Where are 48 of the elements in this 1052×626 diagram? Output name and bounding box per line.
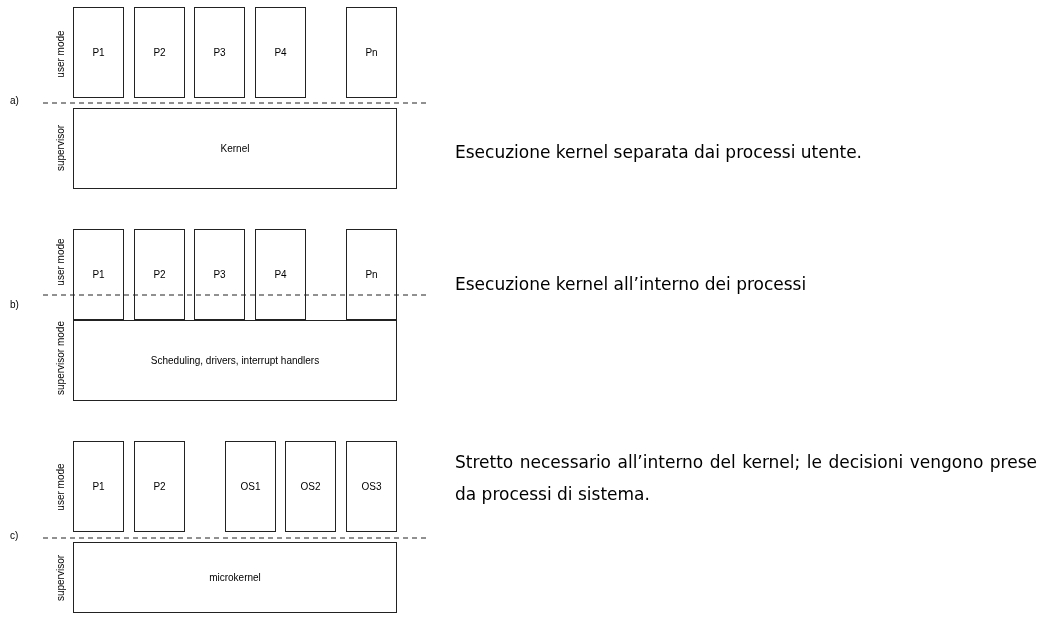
process-box bbox=[346, 7, 397, 98]
kernel-box bbox=[73, 542, 397, 613]
process-box bbox=[194, 7, 245, 98]
mode-label: user mode bbox=[56, 462, 66, 513]
process-box bbox=[285, 441, 336, 532]
panel-tag: c) bbox=[10, 531, 19, 541]
description-text: Esecuzione kernel all’interno dei processi bbox=[455, 273, 808, 296]
box-label: P2 bbox=[153, 47, 166, 58]
mode-label: supervisor bbox=[56, 553, 66, 604]
kernel-box bbox=[73, 108, 397, 189]
box-label: P3 bbox=[213, 269, 226, 280]
box-label: P2 bbox=[153, 481, 166, 492]
kernel-box bbox=[73, 320, 397, 401]
panel-tag: a) bbox=[10, 96, 19, 106]
box-label: P1 bbox=[92, 481, 105, 492]
process-box bbox=[194, 229, 245, 320]
mode-label: user mode bbox=[56, 237, 66, 288]
mode-label: supervisor mode bbox=[56, 320, 66, 397]
mode-label: supervisor bbox=[56, 123, 66, 174]
process-box bbox=[255, 7, 306, 98]
box-label: Scheduling, drivers, interrupt handlers bbox=[150, 355, 320, 366]
box-label: microkernel bbox=[209, 572, 261, 583]
process-box bbox=[346, 441, 397, 532]
mode-label: user mode bbox=[56, 29, 66, 80]
panel-tag: b) bbox=[10, 300, 19, 310]
box-label: Pn bbox=[365, 269, 378, 280]
process-box bbox=[225, 441, 276, 532]
process-box bbox=[73, 441, 124, 532]
box-label: Pn bbox=[365, 47, 378, 58]
box-label: P1 bbox=[92, 269, 105, 280]
process-box bbox=[134, 7, 185, 98]
process-box bbox=[73, 7, 124, 98]
box-label: OS2 bbox=[300, 481, 321, 492]
box-label: P4 bbox=[274, 269, 287, 280]
box-label: P4 bbox=[274, 47, 287, 58]
process-box bbox=[73, 229, 124, 320]
box-label: P3 bbox=[213, 47, 226, 58]
process-box bbox=[134, 441, 185, 532]
box-label: P2 bbox=[153, 269, 166, 280]
process-box bbox=[134, 229, 185, 320]
box-label: OS3 bbox=[361, 481, 382, 492]
description-text: Stretto necessario all’interno del kernel; le decisioni vengono prese da processi di sistema. bbox=[455, 451, 1037, 506]
box-label: OS1 bbox=[240, 481, 261, 492]
box-label: Kernel bbox=[220, 143, 250, 154]
process-box bbox=[346, 229, 397, 320]
box-label: P1 bbox=[92, 47, 105, 58]
process-box bbox=[255, 229, 306, 320]
description-text: Esecuzione kernel separata dai processi utente. bbox=[455, 141, 864, 164]
